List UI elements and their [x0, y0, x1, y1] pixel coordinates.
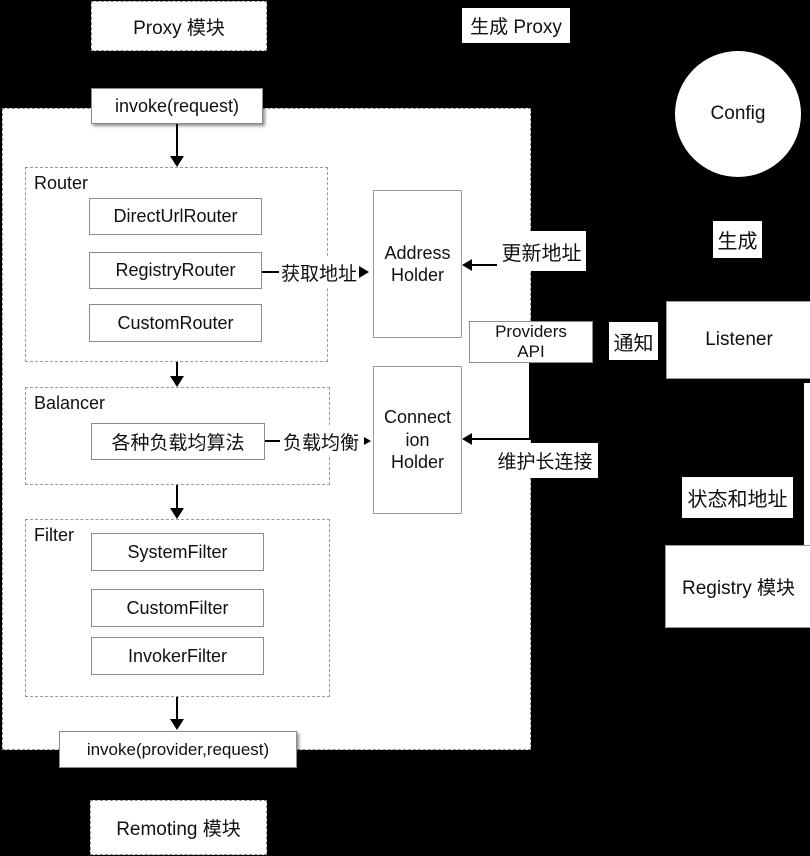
- proxy-module-box: Proxy 模块: [91, 1, 267, 51]
- arrowhead-invoke-to-router: [170, 156, 184, 167]
- arrowhead-keep-connection: [462, 433, 472, 445]
- status-address-label: 状态和地址: [682, 477, 793, 518]
- filter-group: Filter: [25, 519, 330, 697]
- arrow-filter-to-invoke: [176, 697, 178, 720]
- notify-label: 通知: [609, 322, 658, 360]
- edge-keep-connection-hline: [472, 438, 531, 440]
- direct-url-router-box: DirectUrlRouter: [89, 198, 262, 235]
- load-balance-label: 负载均衡: [280, 427, 362, 455]
- generate-label: 生成: [713, 221, 762, 258]
- system-filter-box: SystemFilter: [91, 533, 264, 571]
- balancer-group-label: Balancer: [34, 393, 106, 413]
- invoke-request-box: invoke(request): [91, 88, 263, 124]
- invoker-filter-box: InvokerFilter: [91, 637, 264, 675]
- arrowhead-balancer-to-filter: [170, 508, 184, 519]
- proxy-module-label: Proxy 模块: [133, 17, 225, 39]
- gen-proxy-label: 生成 Proxy: [462, 8, 570, 43]
- registry-router-box: RegistryRouter: [89, 252, 262, 289]
- address-holder-box: Address Holder: [373, 190, 462, 338]
- edge-update-address-line: [470, 264, 498, 266]
- invoke-provider-box: invoke(provider,request): [59, 731, 297, 768]
- remoting-module-box: Remoting 模块: [90, 800, 267, 855]
- router-group-label: Router: [34, 173, 89, 193]
- arrowhead-load-balance: [364, 437, 371, 445]
- arrowhead-router-to-balancer: [170, 376, 184, 387]
- arrow-invoke-to-router: [176, 124, 178, 157]
- balance-algorithms-box: 各种负载均算法: [91, 423, 265, 460]
- update-address-label: 更新地址: [497, 231, 586, 271]
- filter-group-label: Filter: [34, 525, 74, 545]
- edge-keep-connection-vline: [529, 363, 531, 440]
- arrow-router-to-balancer: [176, 362, 178, 377]
- registry-module-box: Registry 模块: [665, 545, 810, 628]
- connection-holder-box: Connect ion Holder: [373, 366, 462, 514]
- edge-get-address-line: [262, 271, 279, 273]
- arrowhead-update-address: [462, 259, 472, 271]
- arrow-balancer-to-filter: [176, 485, 178, 509]
- providers-api-box: Providers API: [469, 321, 593, 363]
- arrowhead-get-address: [359, 266, 369, 278]
- config-label: Config: [710, 103, 766, 124]
- config-node: Config: [675, 51, 801, 177]
- custom-filter-box: CustomFilter: [91, 589, 264, 627]
- edge-load-balance-line: [265, 440, 280, 442]
- custom-router-box: CustomRouter: [89, 304, 262, 342]
- listener-box: Listener: [666, 301, 810, 379]
- arrowhead-filter-to-invoke: [170, 719, 184, 730]
- keep-connection-label: 维护长连接: [492, 443, 598, 478]
- listener-registry-connector: [804, 383, 810, 545]
- get-address-label: 获取地址: [279, 257, 359, 287]
